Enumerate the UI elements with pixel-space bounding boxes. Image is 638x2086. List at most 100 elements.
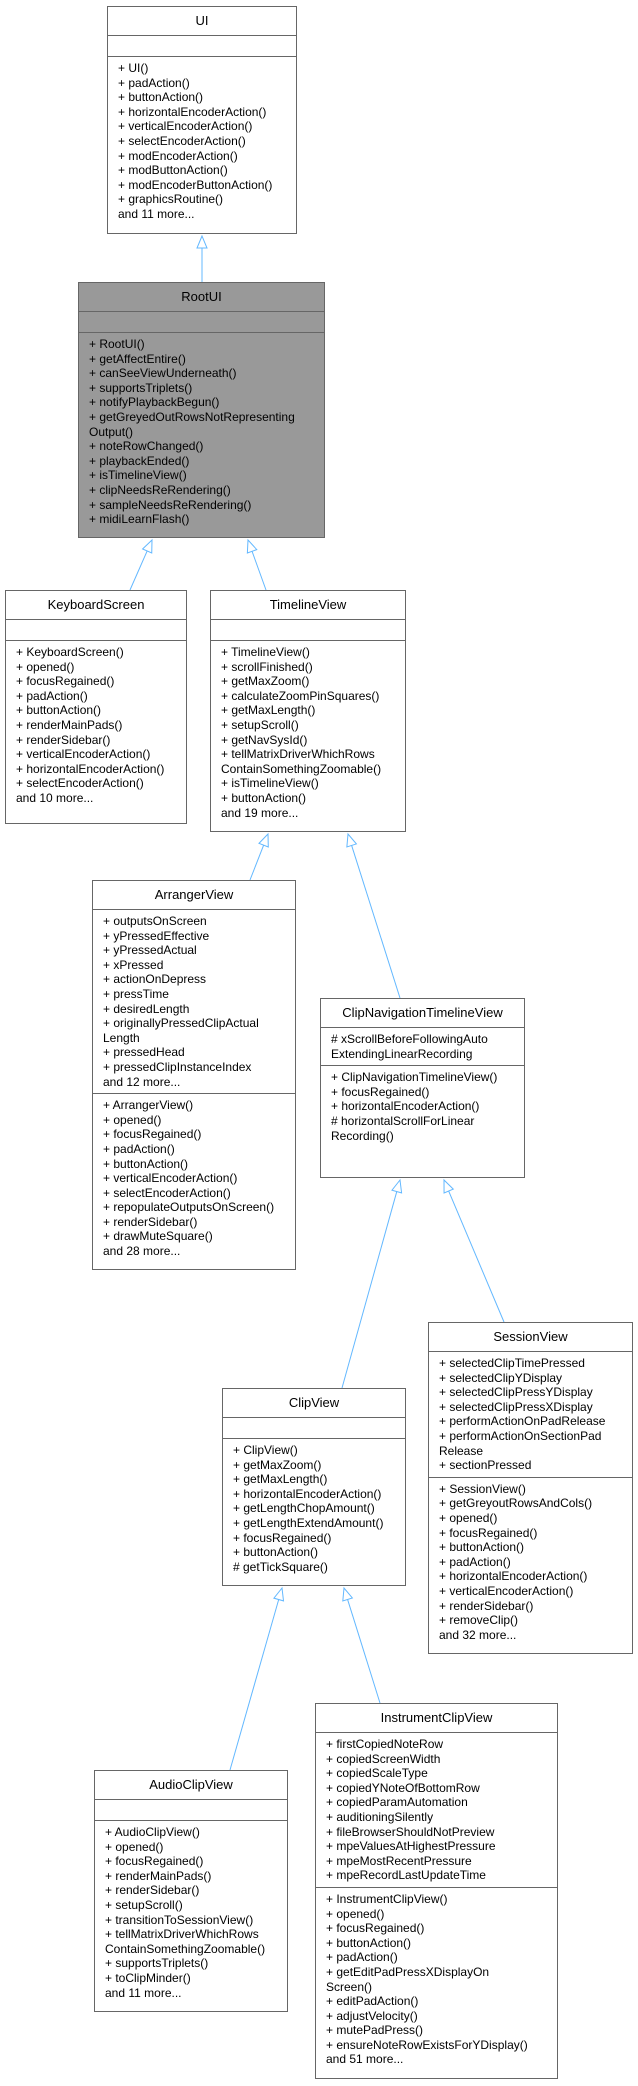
class-box-keyboard-screen[interactable]: KeyboardScreen+ KeyboardScreen()+ opened… [5, 590, 187, 824]
attributes-section [223, 1418, 405, 1439]
class-method: + ClipNavigationTimelineView() [331, 1070, 498, 1085]
class-method: + selectEncoderAction() [118, 133, 246, 148]
class-method: + tellMatrixDriverWhichRows [105, 1927, 259, 1942]
class-name: ClipNavigationTimelineView [321, 999, 524, 1028]
class-method: + KeyboardScreen() [16, 645, 124, 659]
class-method: + padAction() [326, 1950, 398, 1965]
class-method: + editPadAction() [326, 1994, 419, 2009]
methods-section: + ClipNavigationTimelineView()+ focusReg… [321, 1066, 524, 1147]
class-method: + scrollFinished() [221, 659, 313, 674]
class-name: ArrangerView [93, 881, 295, 910]
attributes-section [79, 312, 324, 333]
class-box-instrument-clip-view[interactable]: InstrumentClipView+ firstCopiedNoteRow+ … [315, 1703, 558, 2079]
class-method: + ClipView() [233, 1443, 298, 1457]
class-attribute: + pressedClipInstanceIndex [103, 1059, 252, 1074]
class-name: KeyboardScreen [6, 591, 186, 620]
class-method: + drawMuteSquare() [103, 1229, 213, 1244]
class-method: + getLengthExtendAmount() [233, 1515, 384, 1530]
class-method: + renderMainPads() [16, 717, 123, 732]
class-name: SessionView [429, 1323, 632, 1352]
class-attribute: + originallyPressedClipActual [103, 1016, 259, 1031]
class-attribute: # xScrollBeforeFollowingAuto [331, 1032, 488, 1046]
class-method: + padAction() [16, 688, 88, 703]
class-method: + modEncoderButtonAction() [118, 177, 273, 192]
class-attribute: and 12 more... [103, 1074, 181, 1089]
inheritance-line-instrument-clip-view [347, 1599, 381, 1704]
class-attribute: + pressedHead [103, 1045, 185, 1060]
class-attribute: + outputsOnScreen [103, 914, 207, 928]
class-method: + focusRegained() [331, 1084, 430, 1099]
class-method: + getMaxLength() [233, 1472, 328, 1487]
inheritance-arrowhead-arranger-view [258, 832, 269, 848]
class-method: # getTickSquare() [233, 1559, 328, 1574]
class-attribute: + xPressed [103, 957, 164, 972]
class-attribute: + yPressedActual [103, 943, 197, 958]
inheritance-line-keyboard-screen [129, 550, 148, 591]
inheritance-line-clip-navigation-timeline-view [351, 845, 401, 999]
class-attribute: + copiedParamAutomation [326, 1795, 468, 1810]
attributes-section [95, 1800, 287, 1821]
class-attribute: + selectedClipTimePressed [439, 1356, 585, 1370]
class-box-ui[interactable]: UI+ UI()+ padAction()+ buttonAction()+ h… [107, 6, 297, 234]
class-method: + buttonAction() [16, 703, 102, 718]
class-method: + sampleNeedsReRendering() [89, 497, 252, 512]
inheritance-arrowhead-keyboard-screen [141, 538, 153, 554]
class-attribute: + selectedClipPressYDisplay [439, 1385, 593, 1400]
class-method: + focusRegained() [105, 1854, 204, 1869]
methods-section: + SessionView()+ getGreyoutRowsAndCols()… [429, 1478, 632, 1647]
class-method: ContainSomethingZoomable() [105, 1941, 266, 1956]
class-method: + getAffectEntire() [89, 351, 186, 366]
inheritance-line-arranger-view [249, 844, 265, 881]
class-method: + midiLearnFlash() [89, 512, 190, 527]
class-method: + horizontalEncoderAction() [439, 1569, 588, 1584]
class-method: + clipNeedsReRendering() [89, 482, 231, 497]
class-box-timeline-view[interactable]: TimelineView + TimelineView()+ scrollFini… [210, 590, 406, 832]
methods-section: + ClipView()+ getMaxZoom()+ getMaxLength… [223, 1439, 405, 1578]
class-method: + graphicsRoutine() [118, 192, 224, 207]
class-method: + focusRegained() [103, 1127, 202, 1142]
class-box-arranger-view[interactable]: ArrangerView+ outputsOnScreen+ yPressedE… [92, 880, 296, 1270]
class-box-audio-clip-view[interactable]: AudioClipView + AudioClipView()+ opened()… [94, 1770, 288, 2012]
class-method: + padAction() [103, 1141, 175, 1156]
inheritance-arrowhead-clip-view [391, 1178, 403, 1194]
methods-section: + InstrumentClipView()+ opened()+ focusR… [316, 1888, 557, 2071]
class-method: + horizontalEncoderAction() [16, 761, 165, 776]
class-method: + getEditPadPressXDisplayOn [326, 1964, 490, 1979]
class-method: + horizontalEncoderAction() [118, 104, 267, 119]
inheritance-line-clip-view [341, 1191, 398, 1389]
class-method: + TimelineView() [221, 645, 310, 659]
attributes-section: + outputsOnScreen+ yPressedEffective+ yP… [93, 910, 295, 1095]
attributes-section [108, 36, 296, 57]
class-method: + getMaxLength() [221, 703, 316, 718]
inheritance-arrowhead-timeline-view [246, 538, 258, 554]
class-name: AudioClipView [95, 1771, 287, 1800]
class-method: + focusRegained() [233, 1530, 332, 1545]
class-method: + AudioClipView() [105, 1825, 200, 1839]
class-method: + getMaxZoom() [221, 674, 310, 689]
inheritance-arrowhead-session-view [443, 1178, 455, 1194]
class-name: TimelineView [211, 591, 405, 620]
class-method: + focusRegained() [326, 1921, 425, 1936]
inheritance-arrowhead-instrument-clip-view [342, 1586, 354, 1602]
class-attribute: + actionOnDepress [103, 972, 207, 987]
class-attribute: + fileBrowserShouldNotPreview [326, 1824, 495, 1839]
class-name: ClipView [223, 1389, 405, 1418]
class-method: + getGreyoutRowsAndCols() [439, 1496, 593, 1511]
methods-section: + AudioClipView()+ opened()+ focusRegain… [95, 1821, 287, 2004]
class-method: Output() [89, 424, 134, 439]
class-box-clip-navigation-timeline-view[interactable]: ClipNavigationTimelineView # xScrollBefor… [320, 998, 525, 1178]
class-name: RootUI [79, 283, 324, 312]
methods-section: + RootUI()+ getAffectEntire()+ canSeeVie… [79, 333, 324, 531]
class-attribute: + copiedScaleType [326, 1766, 428, 1781]
methods-section: + UI()+ padAction()+ buttonAction()+ hor… [108, 57, 296, 226]
class-method: + noteRowChanged() [89, 439, 204, 454]
class-method: + buttonAction() [103, 1156, 189, 1171]
class-method: + ArrangerView() [103, 1098, 194, 1113]
class-method: and 19 more... [221, 805, 299, 820]
class-box-session-view[interactable]: SessionView + selectedClipTimePressed + se… [428, 1322, 633, 1654]
class-method: + calculateZoomPinSquares() [221, 688, 380, 703]
class-attribute: + selectedClipPressXDisplay [439, 1399, 593, 1414]
class-box-clip-view[interactable]: ClipView + ClipView()+ getMaxZoom()+ getM… [222, 1388, 406, 1586]
